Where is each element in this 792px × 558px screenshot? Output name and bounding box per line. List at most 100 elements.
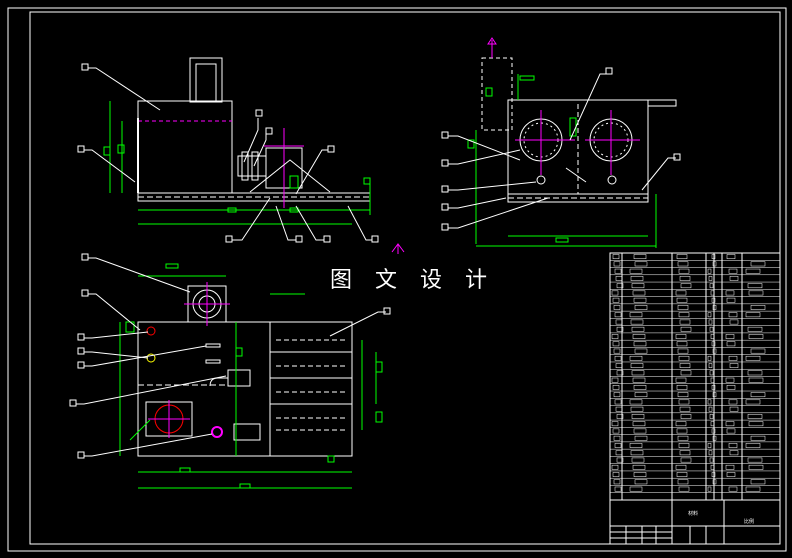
parts-list-cell-text: [680, 283, 692, 289]
parts-list-cell-text: [747, 414, 763, 419]
parts-list-cell-text: [725, 421, 735, 427]
parts-list-cell-text: [630, 363, 644, 368]
parts-list-cell-text: [675, 334, 687, 339]
parts-list-cell-text: [747, 457, 763, 463]
parts-list-cell-text: [629, 443, 643, 448]
parts-list-cell-text: [728, 486, 738, 492]
parts-list-cell-text: [729, 406, 739, 412]
parts-list-cell-text: [615, 319, 623, 325]
parts-list-cell-text: [711, 297, 716, 303]
parts-list-cell-text: [677, 261, 689, 267]
parts-list-cell-text: [729, 319, 739, 325]
parts-list-cell-text: [676, 297, 688, 303]
filter-chamber: [269, 321, 353, 457]
parts-list-cell-text: [615, 406, 623, 412]
parts-list-cell-text: [632, 421, 646, 427]
parts-list-cell-text: [728, 355, 738, 361]
parts-list-cell-text: [708, 363, 713, 368]
base-frame: [137, 192, 371, 202]
front-view: [77, 57, 379, 243]
parts-list-cell-text: [710, 334, 715, 339]
parts-list-cell-text: [726, 297, 736, 303]
parts-list-cell-text: [709, 457, 714, 463]
parts-list-cell-text: [612, 341, 620, 347]
parts-list-cell-text: [750, 392, 766, 398]
parts-list-cell-text: [634, 305, 648, 310]
parts-list-cell-text: [707, 399, 712, 405]
parts-list-cell-text: [711, 472, 716, 477]
parts-list-cell-text: [748, 464, 764, 470]
parts-list-cell-text: [678, 399, 690, 405]
parts-list-cell-text: [726, 254, 736, 260]
parts-list-cell-text: [750, 479, 766, 485]
parts-list-cell-text: [675, 464, 687, 470]
parts-list-cell-text: [676, 385, 688, 390]
parts-list: [609, 252, 781, 545]
parts-list-cell-text: [676, 341, 688, 347]
parts-list-cell-text: [612, 254, 620, 260]
parts-list-cell-text: [631, 326, 645, 332]
parts-list-cell-text: [613, 435, 621, 441]
parts-list-cell-text: [728, 312, 738, 318]
parts-list-cell-text: [676, 428, 688, 434]
parts-list-cell-text: [614, 312, 622, 318]
parts-list-cell-text: [616, 414, 624, 419]
parts-list-cell-text: [676, 472, 688, 477]
parts-list-cell-text: [728, 268, 738, 274]
parts-list-cell-text: [747, 326, 763, 332]
parts-list-cell-text: [613, 305, 621, 310]
parts-list-cell-text: [611, 464, 619, 470]
parts-list-cell-text: [709, 326, 714, 332]
parts-list-cell-text: [711, 254, 716, 260]
parts-list-cell-text: [631, 457, 645, 463]
parts-list-cell-text: [634, 435, 648, 441]
parts-list-cell-text: [745, 312, 761, 318]
parts-list-cell-text: [633, 254, 647, 260]
parts-list-cell-text: [726, 341, 736, 347]
parts-list-cell-text: [613, 261, 621, 267]
parts-list-cell-text: [709, 414, 714, 419]
parts-list-cell-text: [632, 334, 646, 339]
parts-list-cell-text: [614, 268, 622, 274]
parts-list-cell-text: [725, 464, 735, 470]
parts-list-cell-text: [710, 464, 715, 470]
parts-list-cell-text: [678, 268, 690, 274]
parts-list-cell-text: [707, 486, 712, 492]
parts-list-cell-text: [615, 363, 623, 368]
parts-list-cell-text: [631, 283, 645, 289]
parts-list-cell-text: [675, 421, 687, 427]
parts-list-cell-text: [748, 377, 764, 383]
parts-list-cell-text: [633, 385, 647, 390]
parts-list-cell-text: [675, 290, 687, 296]
parts-list-cell-text: [748, 290, 764, 296]
parts-list-cell-text: [611, 290, 619, 296]
hopper-handle: [189, 57, 223, 103]
parts-list-cell-text: [711, 385, 716, 390]
parts-list-cell-text: [613, 348, 621, 354]
parts-list-cell-text: [707, 312, 712, 318]
parts-list-cell-text: [748, 421, 764, 427]
parts-list-cell-text: [632, 464, 646, 470]
parts-list-cell-text: [745, 355, 761, 361]
parts-list-cell-text: [677, 348, 689, 354]
parts-list-cell-text: [679, 363, 691, 368]
parts-list-cell-text: [677, 305, 689, 310]
parts-list-cell-text: [633, 472, 647, 477]
parts-list-cell-text: [708, 319, 713, 325]
parts-list-cell-text: [679, 450, 691, 456]
parts-list-cell-text: [631, 370, 645, 376]
parts-list-cell-text: [750, 348, 766, 354]
parts-list-cell-text: [725, 334, 735, 339]
parts-list-cell-text: [707, 355, 712, 361]
parts-list-cell-text: [634, 479, 648, 485]
parts-list-cell-text: [676, 254, 688, 260]
parts-list-cell-text: [613, 479, 621, 485]
parts-list-cell-text: [616, 370, 624, 376]
parts-list-cell-text: [679, 276, 691, 281]
parts-list-cell-text: [630, 276, 644, 281]
parts-list-cell-text: [633, 341, 647, 347]
parts-list-cell-text: [726, 472, 736, 477]
parts-list-cell-text: [677, 392, 689, 398]
parts-list-cell-text: [708, 450, 713, 456]
parts-list-cell-text: [629, 486, 643, 492]
